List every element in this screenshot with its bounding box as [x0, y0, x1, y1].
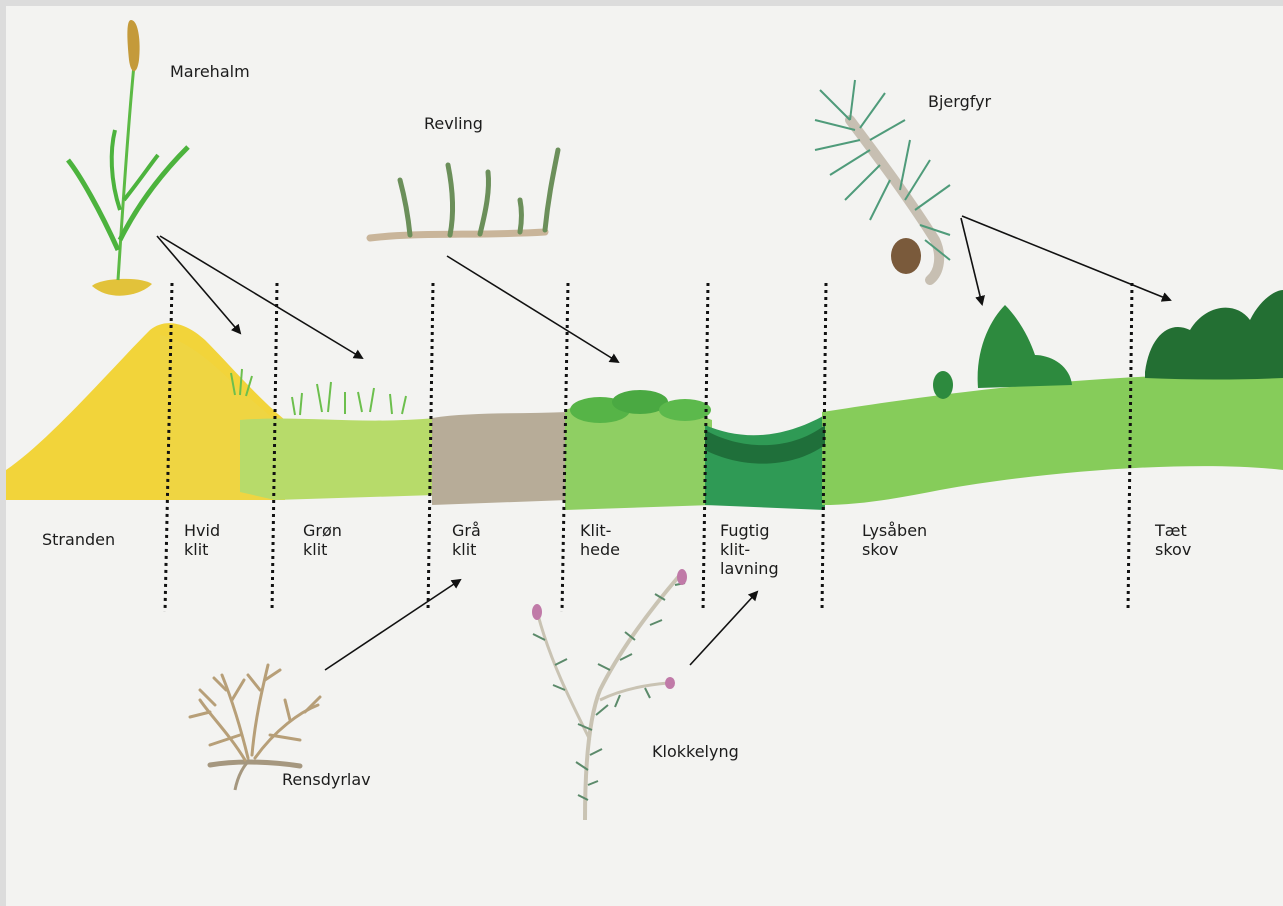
plant-label-klokkelyng: Klokkelyng: [652, 742, 739, 761]
zone-label-stranden: Stranden: [42, 530, 115, 549]
grey-dune-band: [432, 412, 568, 505]
zone-label-fugtig-klitlavning: Fugtig klit- lavning: [720, 521, 779, 578]
zone-label-gron-klit: Grøn klit: [303, 521, 342, 559]
zone-label-lysaben-skov: Lysåben skov: [862, 521, 927, 559]
zone-label-gra-klit: Grå klit: [452, 521, 481, 559]
plant-label-revling: Revling: [424, 114, 483, 133]
pine-cone: [891, 238, 921, 274]
zone-label-taet-skov: Tæt skov: [1155, 521, 1191, 559]
plant-label-rensdyrlav: Rensdyrlav: [282, 770, 371, 789]
plant-label-marehalm: Marehalm: [170, 62, 250, 81]
small-tree: [933, 371, 953, 399]
zone-label-klithede: Klit- hede: [580, 521, 620, 559]
zone-label-hvid-klit: Hvid klit: [184, 521, 220, 559]
plant-label-bjergfyr: Bjergfyr: [928, 92, 991, 111]
green-dune-band: [240, 418, 435, 500]
